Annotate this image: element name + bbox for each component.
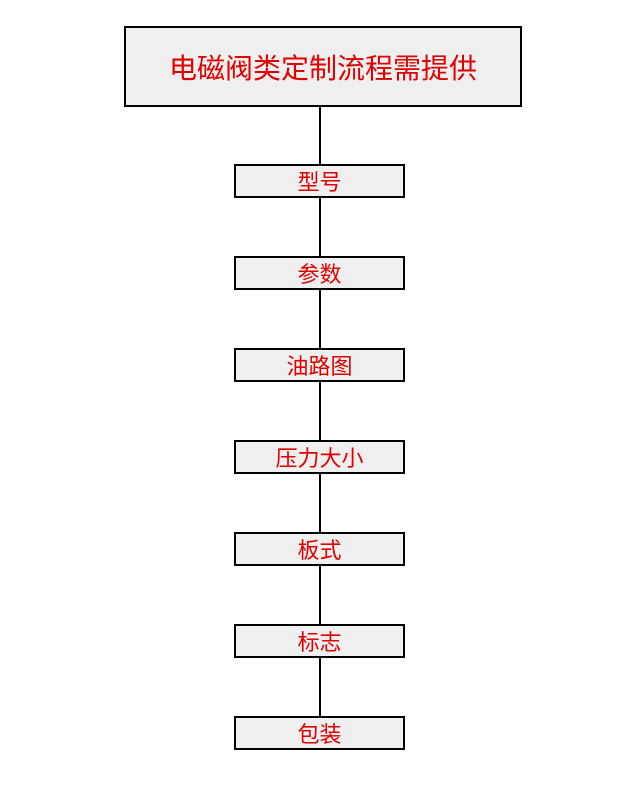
connector-line <box>319 381 321 442</box>
connector-line <box>319 106 321 165</box>
step-pressure: 压力大小 <box>234 440 405 474</box>
step-packaging: 包装 <box>234 716 405 750</box>
connector-line <box>319 197 321 258</box>
connector-line <box>319 657 321 718</box>
step-oil-circuit-diagram: 油路图 <box>234 348 405 382</box>
flowchart-title: 电磁阀类定制流程需提供 <box>124 26 522 107</box>
step-parameters: 参数 <box>234 256 405 290</box>
connector-line <box>319 565 321 626</box>
step-logo: 标志 <box>234 624 405 658</box>
step-plate-type: 板式 <box>234 532 405 566</box>
connector-line <box>319 473 321 534</box>
connector-line <box>319 289 321 350</box>
step-model: 型号 <box>234 164 405 198</box>
